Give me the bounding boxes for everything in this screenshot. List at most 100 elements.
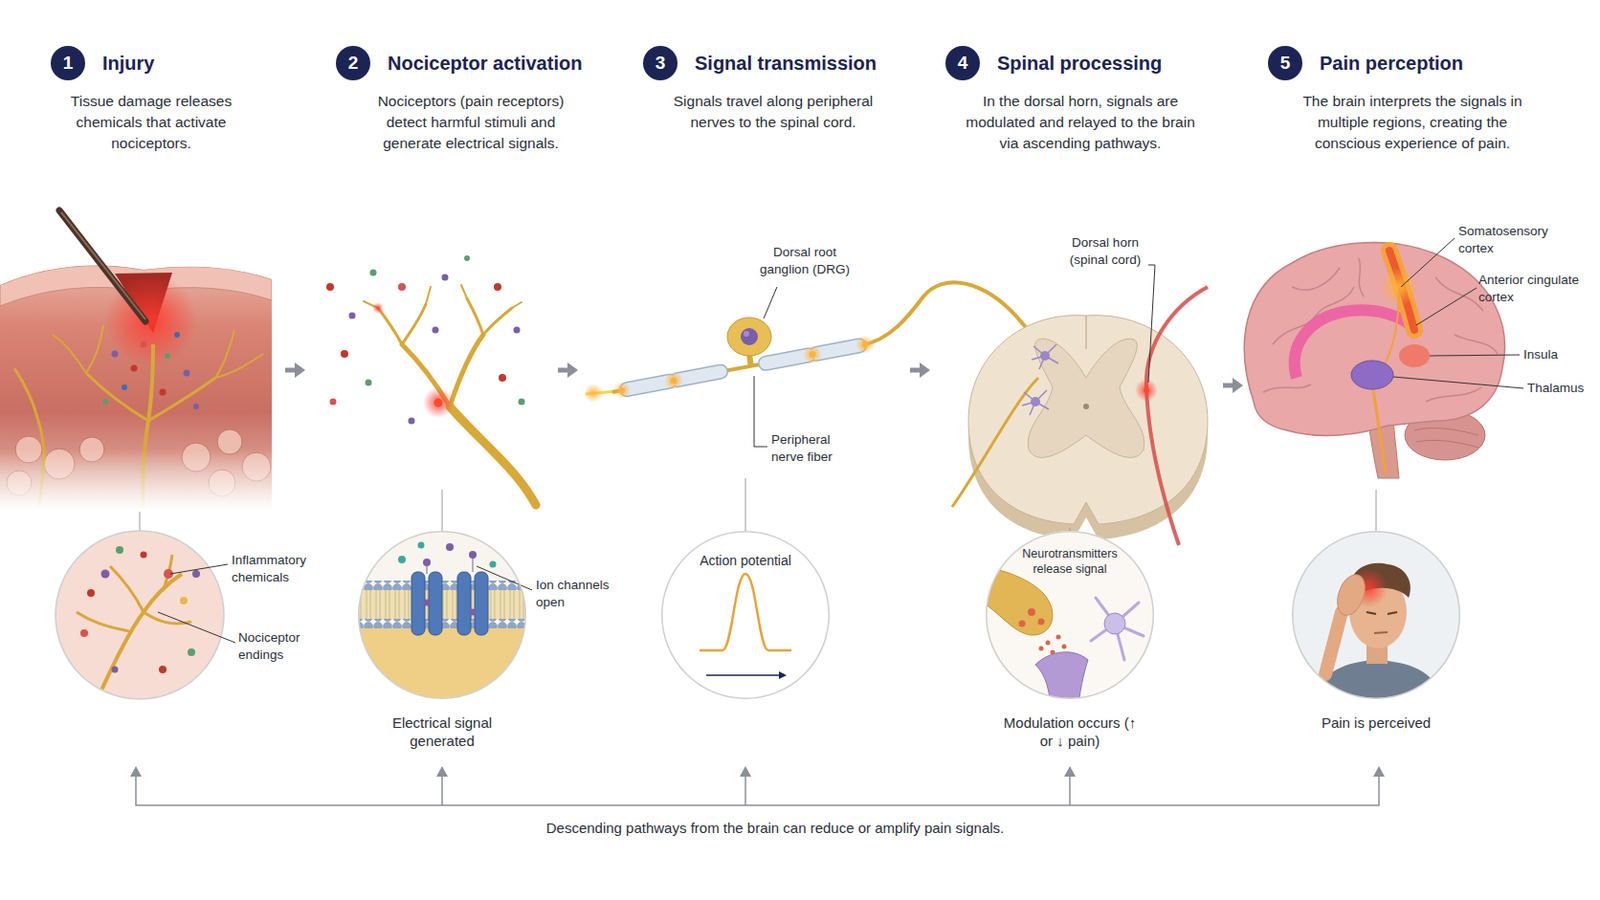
skin-section [86,373,149,422]
flow-arrow [919,362,931,378]
skin-section [131,365,138,373]
zoom-circle: Electrical signal generated [357,531,527,700]
peripheral-nerve [763,287,778,319]
descending-bracket [130,766,142,778]
synapse-zoom [1039,646,1045,652]
action-potential-plot [778,671,787,680]
nociceptor-illustration [408,418,416,425]
part-label: Peripheral nerve fiber [771,431,858,467]
step-description: The brain interprets the signals in mult… [1283,90,1542,155]
step-description: Nociceptors (pain receptors) detect harm… [360,90,581,155]
skin-section [174,332,180,338]
membrane-zoom [476,566,533,591]
brain-illustration [1351,360,1394,390]
nociceptor-illustration [434,399,444,408]
nociceptor-illustration [401,304,426,345]
skin-section [148,377,216,422]
step-number: 3 [643,45,678,81]
flow-arrow [1232,377,1244,394]
synapse-zoom [1038,619,1045,626]
brain-illustration [1429,355,1520,356]
descending-bracket [1064,766,1076,778]
nociceptor-illustration [398,283,406,291]
synapse-zoom [1035,652,1089,713]
spinal-cord [1022,344,1059,416]
brain-illustration [1400,238,1455,288]
brain-illustration [1416,288,1477,326]
synapse-zoom [976,531,1155,713]
membrane-zoom [354,531,536,706]
skin-section [159,389,167,397]
step-description: Tissue damage releases chemicals that ac… [55,90,247,155]
peripheral-nerve [862,341,869,349]
nociceptor-illustration [493,283,502,291]
circle-outline [1291,531,1461,700]
descending-bracket [1373,766,1385,778]
zoom-circle [192,570,200,578]
descending-bracket [436,766,448,778]
spinal-cord [1146,287,1208,546]
brain-illustration [1393,238,1524,389]
spinal-cord [1022,390,1049,416]
peripheral-nerve [809,351,817,358]
peripheral-nerve [670,377,678,385]
nociceptor-illustration [466,298,484,335]
spinal-cord [1085,315,1088,350]
callout-label: Ion channels open [535,577,623,612]
brain-illustration [1358,258,1364,297]
membrane-zoom [354,580,536,591]
bracket-note: Descending pathways from the brain can r… [344,819,1206,839]
nociceptor-illustration [326,255,536,506]
zoom-circle [158,666,167,674]
circle-caption: Neurotransmitters release signal [1014,546,1126,578]
person-in-pain [1325,612,1342,675]
brain-illustration [1414,428,1479,448]
membrane-zoom [489,561,497,569]
part-label: Dorsal horn (spinal cord) [1057,234,1154,269]
guide-line [139,478,1377,533]
skin-section [0,266,272,512]
badge-shape [335,45,371,81]
region-label: Insula [1523,346,1591,364]
skin-section [52,334,87,374]
zoom-circle [87,589,95,598]
spinal-cord [1148,265,1156,383]
region-label: Thalamus [1527,379,1595,398]
spinal-cord [1143,387,1150,394]
action-potential-plot [706,674,781,677]
peripheral-nerve [619,387,625,394]
nociceptor-illustration [449,334,484,407]
zoom-circle: Neurotransmitters release signalModulati… [985,531,1155,700]
spinal-cord [1134,378,1158,402]
skin-section [61,212,146,320]
nociceptor-illustration [498,374,507,382]
brain-illustration [1393,377,1524,389]
person-in-pain [1291,531,1461,704]
skin-section [86,325,104,374]
skin-section [0,266,272,511]
membrane-zoom [354,590,536,620]
step-heading: Signal transmission [694,45,877,81]
action-potential-plot [699,574,792,651]
brain-illustration [1399,344,1430,368]
spinal-cord [1030,397,1041,407]
descending-bracket [442,775,1070,806]
step-heading: Nociceptor activation [387,45,582,81]
person-in-pain [1366,612,1398,615]
skin-section [164,353,171,359]
badge-shape [50,45,86,81]
spinal-cord [1040,351,1050,361]
synapse-zoom [1104,613,1126,635]
descending-bracket [130,766,1385,806]
peripheral-nerve [743,331,750,337]
synapse-zoom [1062,644,1067,650]
skin-section [215,354,264,378]
spinal-cord [1083,403,1089,410]
peripheral-nerve [754,376,768,447]
zoom-circle: Pain is perceived [1291,531,1461,700]
zoom-circle [76,555,192,632]
zoom-circle [111,666,119,674]
badge-shape [945,45,980,81]
membrane-zoom [411,572,425,636]
